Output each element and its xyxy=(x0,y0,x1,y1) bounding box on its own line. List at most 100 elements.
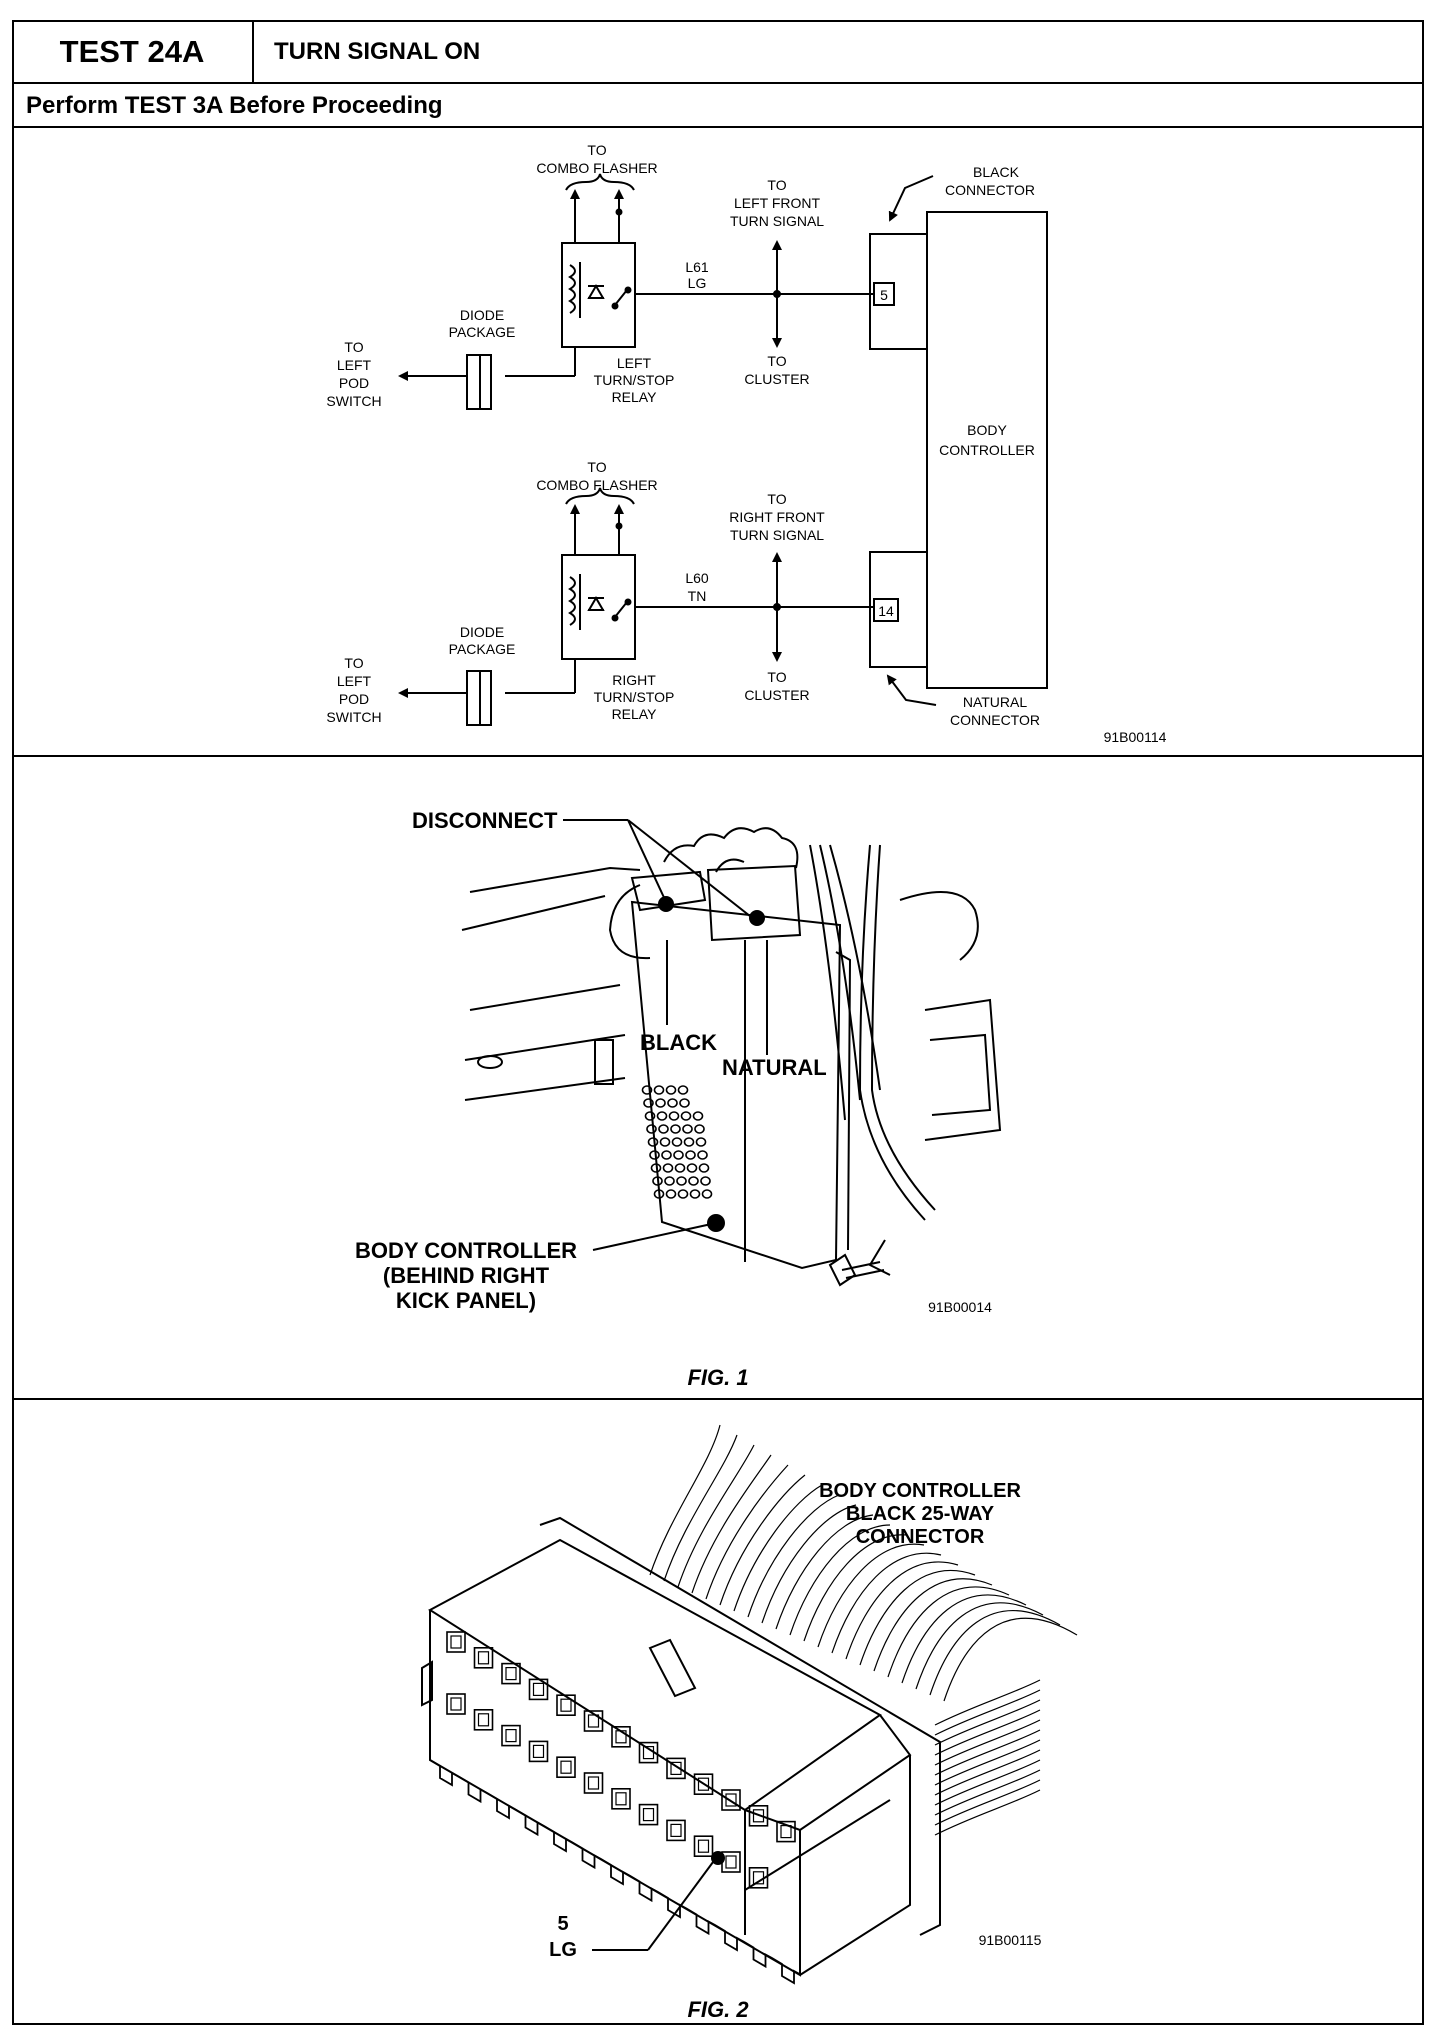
lower-cavity xyxy=(693,1835,714,1857)
upper-cavity xyxy=(721,1789,741,1811)
wiring-schematic xyxy=(398,173,1048,726)
vent-hole xyxy=(667,1098,678,1108)
lower-cavity-inner xyxy=(752,1871,765,1885)
pin-5-label: 5 xyxy=(880,287,888,303)
vent-hole xyxy=(676,1176,687,1186)
natural-connector-dot xyxy=(749,910,765,926)
black-connector-dot xyxy=(658,896,674,912)
vent-holes xyxy=(641,1085,713,1199)
upper-cavity xyxy=(666,1757,686,1780)
upper-cavity xyxy=(583,1710,604,1732)
body-controller-illustration xyxy=(461,819,1002,1287)
vent-hole xyxy=(665,1189,677,1199)
wire-strand xyxy=(934,1699,1041,1746)
black-label: BLACK xyxy=(640,1030,717,1055)
upper-cavity-inner xyxy=(615,1730,627,1744)
wire-strand xyxy=(929,1610,1061,1696)
upper-cavity-inner xyxy=(780,1824,792,1839)
section-divider xyxy=(12,755,1424,757)
vent-hole xyxy=(661,1150,672,1160)
schematic-figure-code: 91B00114 xyxy=(1104,729,1167,745)
vent-hole xyxy=(659,1137,671,1147)
test-header: TEST 24A TURN SIGNAL ON xyxy=(12,20,1424,84)
vent-hole xyxy=(658,1124,669,1134)
wire-strand xyxy=(934,1759,1041,1806)
upper-cavity-inner xyxy=(670,1761,682,1776)
upper-cavity-inner xyxy=(505,1666,517,1681)
lower-cavity-inner xyxy=(670,1823,682,1838)
vent-hole xyxy=(646,1124,657,1134)
wire-strand xyxy=(705,1464,789,1600)
lower-cavity xyxy=(721,1851,741,1873)
lower-cavity xyxy=(473,1709,494,1731)
upper-cavity-inner xyxy=(725,1793,737,1807)
wire-strand xyxy=(691,1454,772,1594)
lower-cavity xyxy=(748,1867,769,1889)
wire-strand xyxy=(934,1679,1041,1726)
upper-cavity xyxy=(556,1694,576,1716)
black-connector-leader xyxy=(888,175,934,222)
pin-14-label: 14 xyxy=(878,603,894,619)
wire-strand xyxy=(934,1719,1041,1766)
vent-hole xyxy=(674,1163,686,1173)
wire-strand xyxy=(649,1424,721,1576)
upper-cavity xyxy=(528,1678,549,1701)
upper-cavity-inner xyxy=(697,1777,710,1791)
black-connector-block xyxy=(869,233,928,350)
vent-hole xyxy=(650,1163,662,1173)
wire-strand xyxy=(873,1578,993,1672)
upper-cavity xyxy=(446,1631,466,1653)
vent-hole xyxy=(656,1111,668,1121)
vent-hole xyxy=(643,1098,654,1108)
vent-hole xyxy=(653,1085,665,1095)
pin-box-14 xyxy=(873,598,899,622)
disconnect-label: DISCONNECT xyxy=(412,808,558,833)
wire-strand xyxy=(859,1569,976,1666)
vent-hole xyxy=(670,1124,681,1134)
natural-connector-leader xyxy=(886,674,937,706)
lower-cavity-inner xyxy=(532,1744,545,1759)
black-25-way-connector xyxy=(421,1424,1078,1985)
wire-strand xyxy=(831,1552,942,1654)
wire-strand xyxy=(934,1779,1041,1826)
lower-cavity-inner xyxy=(505,1728,517,1743)
upper-cavity-inner xyxy=(450,1635,462,1649)
vent-hole xyxy=(649,1150,660,1160)
lower-cavity xyxy=(666,1819,686,1842)
natural-connector-block xyxy=(869,551,928,668)
vent-hole xyxy=(685,1150,696,1160)
wire-strand xyxy=(934,1729,1041,1776)
vent-hole xyxy=(700,1176,711,1186)
upper-cavity xyxy=(473,1647,494,1669)
vent-hole xyxy=(677,1085,689,1095)
lower-cavity-inner xyxy=(587,1776,600,1790)
vent-hole xyxy=(653,1189,665,1199)
vent-hole xyxy=(668,1111,680,1121)
natural-label: NATURAL xyxy=(722,1055,827,1080)
vent-hole xyxy=(701,1189,713,1199)
vent-hole xyxy=(686,1163,698,1173)
fig1-figure-code: 91B00014 xyxy=(928,1299,992,1315)
vent-hole xyxy=(689,1189,701,1199)
wire-strand xyxy=(803,1534,908,1642)
test-title: TURN SIGNAL ON xyxy=(274,38,481,65)
right-turn-stop-relay xyxy=(561,554,636,660)
vent-hole xyxy=(664,1176,675,1186)
vent-hole xyxy=(652,1176,663,1186)
vent-hole xyxy=(677,1189,689,1199)
wire-strand xyxy=(887,1586,1010,1678)
wire-strand xyxy=(934,1739,1041,1786)
upper-cavity-inner xyxy=(532,1682,545,1697)
vent-hole xyxy=(695,1137,707,1147)
section-divider xyxy=(12,1398,1424,1400)
